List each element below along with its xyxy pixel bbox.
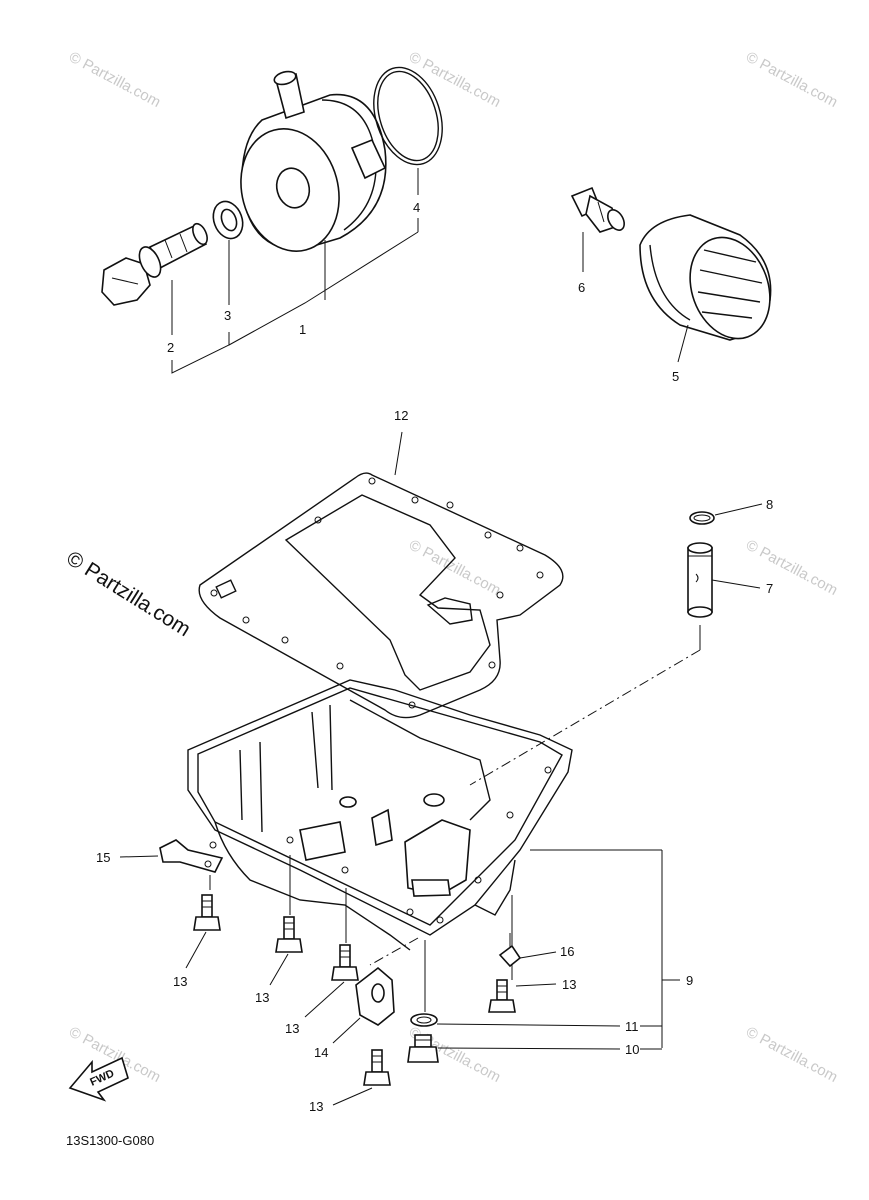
watermark: © Partzilla.com [406,537,503,599]
callout-13: 13 [285,1021,299,1036]
callout-4: 4 [413,200,420,215]
callout-11: 11 [625,1019,639,1034]
strainer-o-ring [689,503,763,525]
stay [332,937,419,1044]
oil-filter-group [570,186,772,363]
clip [498,933,557,968]
callout-1: 1 [299,322,306,337]
callout-12: 12 [394,408,408,423]
callout-9: 9 [686,973,693,988]
bolts [185,855,557,1106]
watermark: © Partzilla.com [743,49,840,111]
bolt [185,894,221,969]
callout-16: 16 [560,944,574,959]
drawing-code: 13S1300-G080 [66,1133,154,1148]
callout-6: 6 [578,280,585,295]
watermark: © Partzilla.com [743,1024,840,1086]
oil-cooler-assembly [101,66,443,374]
oil-pan [187,679,680,1048]
watermark: © Partzilla.com [406,49,503,111]
callout-8: 8 [766,497,773,512]
oil-cooler [240,70,387,252]
drain-bolt [407,1034,662,1063]
callout-7: 7 [766,581,773,596]
watermark: © Partzilla.com [66,49,163,111]
oil-pan-gasket [198,431,564,719]
callout-5: 5 [672,369,679,384]
strainer-pipe [469,542,761,786]
bolt [332,1049,391,1106]
bolt [269,855,303,986]
callout-3: 3 [224,308,231,323]
callout-2: 2 [167,340,174,355]
bolt [488,895,557,1013]
o-ring [373,66,443,166]
callout-13: 13 [173,974,187,989]
drain-gasket [410,940,662,1027]
oil-filter [639,214,772,341]
watermarks: © Partzilla.com © Partzilla.com © Partzi… [66,49,840,1086]
bolt [304,888,359,1018]
leader-5 [677,324,689,363]
union-bolt [101,222,208,306]
fitting-bolt [570,186,625,233]
callout-13: 13 [309,1099,323,1114]
partzilla-watermark: © Partzilla.com [62,547,194,641]
bracket [119,839,224,890]
callout-13: 13 [255,990,269,1005]
callout-14: 14 [314,1045,328,1060]
callout-13: 13 [562,977,576,992]
callout-10: 10 [625,1042,639,1057]
callouts: 1 2 3 4 5 6 7 8 9 10 11 12 13 13 13 13 1… [96,200,773,1114]
leader-lines [171,168,419,374]
callout-15: 15 [96,850,110,865]
fwd-arrow-icon: FWD [68,1056,129,1102]
washer [212,200,244,240]
watermark: © Partzilla.com [743,537,840,599]
